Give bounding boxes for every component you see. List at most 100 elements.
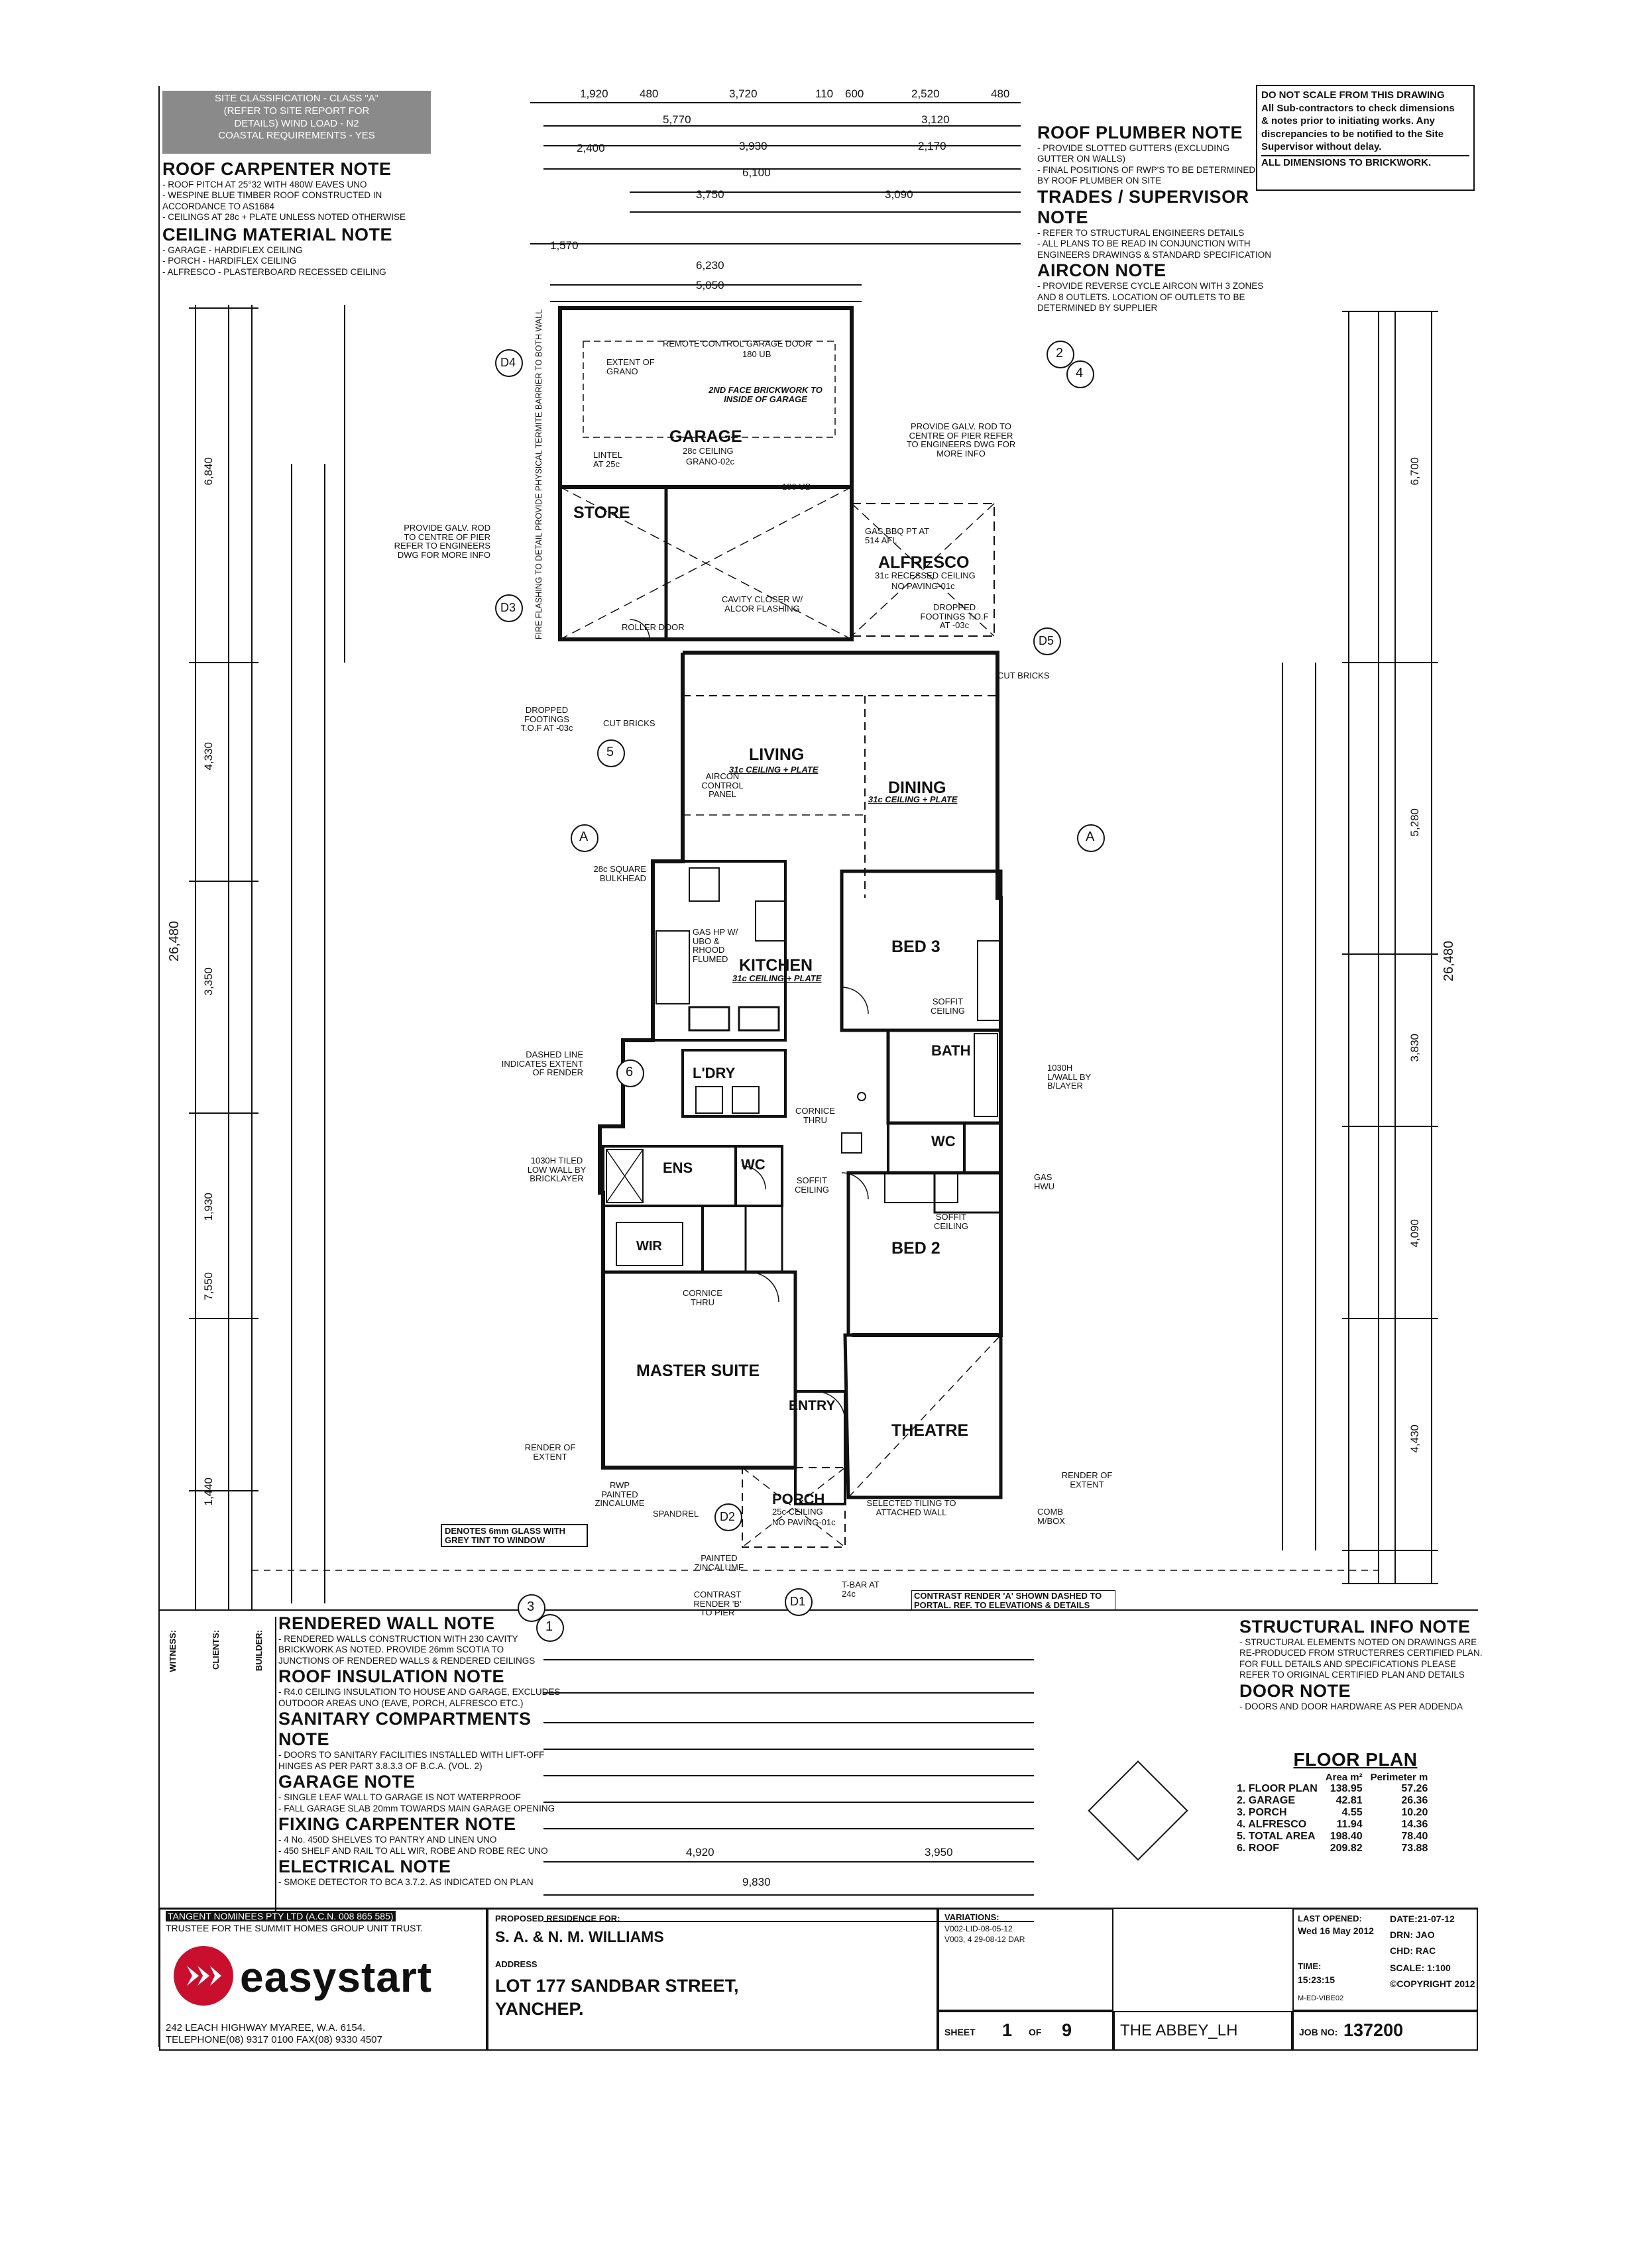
floor-plan-title: FLOOR PLAN <box>1293 1749 1418 1770</box>
dim-label: 5,050 <box>696 279 724 292</box>
aircon-title: AIRCON NOTE <box>1037 260 1166 281</box>
note-line: BRICKWORK AS NOTED. PROVIDE 26mm SCOTIA … <box>278 1645 504 1655</box>
dim-label: 6,230 <box>696 259 724 272</box>
annotation-t-bar: T-BAR AT 24c <box>842 1580 880 1599</box>
row-name: 6. ROOF <box>1237 1843 1280 1854</box>
dim-label: 110 <box>815 87 834 100</box>
walls <box>158 86 1478 2047</box>
company-line1: TANGENT NOMINEES PTY LTD (A.C.N. 008 865… <box>166 1911 396 1921</box>
electrical-body: - SMOKE DETECTOR TO BCA 3.7.2. AS INDICA… <box>278 1877 557 1888</box>
row-area: 209.82 <box>1330 1843 1363 1854</box>
ceiling-material-title: CEILING MATERIAL NOTE <box>162 224 392 244</box>
room-label-master: MASTER SUITE <box>636 1362 760 1380</box>
annotation-fire-flashing: FIRE FLASHING TO DETAIL PROVIDE PHYSICAL… <box>534 309 543 639</box>
annotation-soffit-bed3: SOFFIT CEILING <box>930 997 965 1016</box>
dim-label: 480 <box>991 87 1010 100</box>
row-perimeter: 57.26 <box>1401 1783 1428 1794</box>
last-opened-label: LAST OPENED: <box>1298 1914 1362 1923</box>
section-marker-label: A <box>1086 830 1095 844</box>
room-label-store: STORE <box>573 504 630 522</box>
note-line: - CEILINGS AT 28c + PLATE UNLESS NOTED O… <box>162 212 406 223</box>
sheet-number: 1 <box>1002 2020 1013 2040</box>
note-line: RE-PRODUCED FROM STRUCTERRES CERTIFIED P… <box>1239 1648 1483 1658</box>
room-label-entry: ENTRY <box>789 1398 836 1413</box>
variation-2: V003, 4 29-08-12 DAR <box>944 1935 1025 1944</box>
room-sub-dining: 31c CEILING + PLATE <box>868 794 958 804</box>
annotation-gas-hwu: GAS HWU <box>1034 1172 1055 1191</box>
note-line: FOR FULL DETAILS AND SPECIFICATIONS PLEA… <box>1239 1658 1456 1669</box>
dim-sub-right: 4,430 <box>1408 1425 1421 1453</box>
sanitary-body: - DOORS TO SANITARY FACILITIES INSTALLED… <box>278 1750 557 1772</box>
note-line: DETERMINED BY SUPPLIER <box>1037 303 1158 313</box>
dim-label: 3,090 <box>885 188 913 201</box>
client-name: S. A. & N. M. WILLIAMS <box>495 1928 664 1945</box>
design-name-block: THE ABBEY_LH <box>1113 2011 1292 2051</box>
row-name: 1. FLOOR PLAN <box>1237 1783 1318 1794</box>
site-class-line: DETAILS) WIND LOAD - N2 <box>234 117 359 129</box>
annotation-cut-bricks-right: CUT BRICKS <box>997 671 1050 680</box>
proposed-label: PROPOSED RESIDENCE FOR: <box>495 1914 620 1923</box>
master-suite-wall <box>601 1270 797 1470</box>
annotation-galv-rod-right: PROVIDE GALV. ROD TO CENTRE OF PIER REFE… <box>906 421 1016 459</box>
company-line2: TRUSTEE FOR THE SUMMIT HOMES GROUP UNIT … <box>166 1923 424 1933</box>
garage-note-title: GARAGE NOTE <box>278 1772 416 1792</box>
site-class-line: (REFER TO SITE REPORT FOR <box>223 105 370 117</box>
row-perimeter: 10.20 <box>1401 1807 1428 1818</box>
room-sub-living: 31c CEILING + PLATE <box>729 765 819 775</box>
notes-left-top: ROOF CARPENTER NOTE - ROOF PITCH AT 25°3… <box>162 159 441 278</box>
notes-bottom-right: STRUCTURAL INFO NOTE - STRUCTURAL ELEMEN… <box>1239 1617 1483 1712</box>
section-marker-label: D2 <box>720 1510 736 1523</box>
job-number-block: JOB NO: 137200 <box>1292 2011 1478 2051</box>
section-markers <box>495 341 1105 1642</box>
room-sub-kitchen: 31c CEILING + PLATE <box>732 973 822 983</box>
row-area: 42.81 <box>1335 1795 1363 1806</box>
annotation-tiled-wall: 1030H TILED LOW WALL BY BRICKLAYER <box>527 1156 587 1184</box>
time-value: 15:23:15 <box>1298 1974 1335 1985</box>
roof-carpenter-body: - ROOF PITCH AT 25°32 WITH 480W EAVES UN… <box>162 180 441 223</box>
logo-icon <box>174 1946 233 2006</box>
row-area: 4.55 <box>1341 1807 1363 1818</box>
dim-label: 3,930 <box>739 140 767 152</box>
dim-bottom-total: 9,830 <box>742 1876 771 1888</box>
company-address2: TELEPHONE(08) 9317 0100 FAX(08) 9330 450… <box>166 2034 382 2045</box>
room-label-dining: DINING <box>888 779 946 797</box>
roof-insulation-body: - R4.0 CEILING INSULATION TO HOUSE AND G… <box>278 1687 560 1709</box>
dim-overall-right: 26,480 <box>1442 941 1456 982</box>
annotation-galv-rod-left: PROVIDE GALV. ROD TO CENTRE OF PIER REFE… <box>394 523 490 560</box>
annotation-dropped-left: DROPPED FOOTINGS T.O.F AT -03c <box>520 705 573 733</box>
aircon-body: - PROVIDE REVERSE CYCLE AIRCON WITH 3 ZO… <box>1037 281 1263 313</box>
sheet-total: 9 <box>1062 2020 1072 2040</box>
annotation-cornice-2: CORNICE THRU <box>683 1288 722 1307</box>
notes-bottom-left: RENDERED WALL NOTE - RENDERED WALLS CONS… <box>278 1613 560 1888</box>
note-line: BY ROOF PLUMBER ON SITE <box>1037 176 1162 186</box>
note-line: - SINGLE LEAF WALL TO GARAGE IS NOT WATE… <box>278 1792 521 1803</box>
dim-label: 1,570 <box>550 239 579 252</box>
note-line: OUTDOOR AREAS UNO (EAVE, PORCH, ALFRESCO… <box>278 1698 524 1708</box>
annotation-painted-zincalume: PAINTED ZINCALUME <box>694 1553 744 1572</box>
note-line: - DOORS TO SANITARY FACILITIES INSTALLED… <box>278 1750 545 1760</box>
dim-sub-left: 1,930 <box>202 1193 215 1221</box>
note-line: - ALFRESCO - PLASTERBOARD RECESSED CEILI… <box>162 266 386 277</box>
floor-plan-table: FLOOR PLAN Area m² Perimeter m 1. FLOOR … <box>1233 1749 1478 1855</box>
site-class-line: COASTAL REQUIREMENTS - YES <box>218 130 375 142</box>
scale-warning-line: All Sub-contractors to check dimensions <box>1261 102 1455 114</box>
note-line: - RENDERED WALLS CONSTRUCTION WITH 230 C… <box>278 1634 518 1644</box>
area-header-row: Area m² Perimeter m <box>1233 1772 1432 1783</box>
sheet-label: SHEET <box>944 2027 976 2037</box>
fixing-carpenter-body: - 4 No. 450D SHELVES TO PANTRY AND LINEN… <box>278 1835 557 1857</box>
section-marker-label: 2 <box>1056 346 1064 360</box>
note-line: - GARAGE - HARDIFLEX CEILING <box>162 244 303 255</box>
note-line: - WESPINE BLUE TIMBER ROOF CONSTRUCTED I… <box>162 190 382 201</box>
scale-warning-line: DO NOT SCALE FROM THIS DRAWING <box>1261 89 1445 101</box>
fixing-carpenter-title: FIXING CARPENTER NOTE <box>278 1814 516 1835</box>
annotation-roller-door: ROLLER DOOR <box>622 622 685 632</box>
row-name: 2. GARAGE <box>1237 1795 1296 1806</box>
annotation-gas-hp: GAS HP W/ UBO & RHOOD FLUMED <box>693 927 738 964</box>
grano-extent <box>583 341 836 438</box>
side-label-box <box>159 1617 276 1912</box>
dim-label: 3,120 <box>921 113 950 126</box>
